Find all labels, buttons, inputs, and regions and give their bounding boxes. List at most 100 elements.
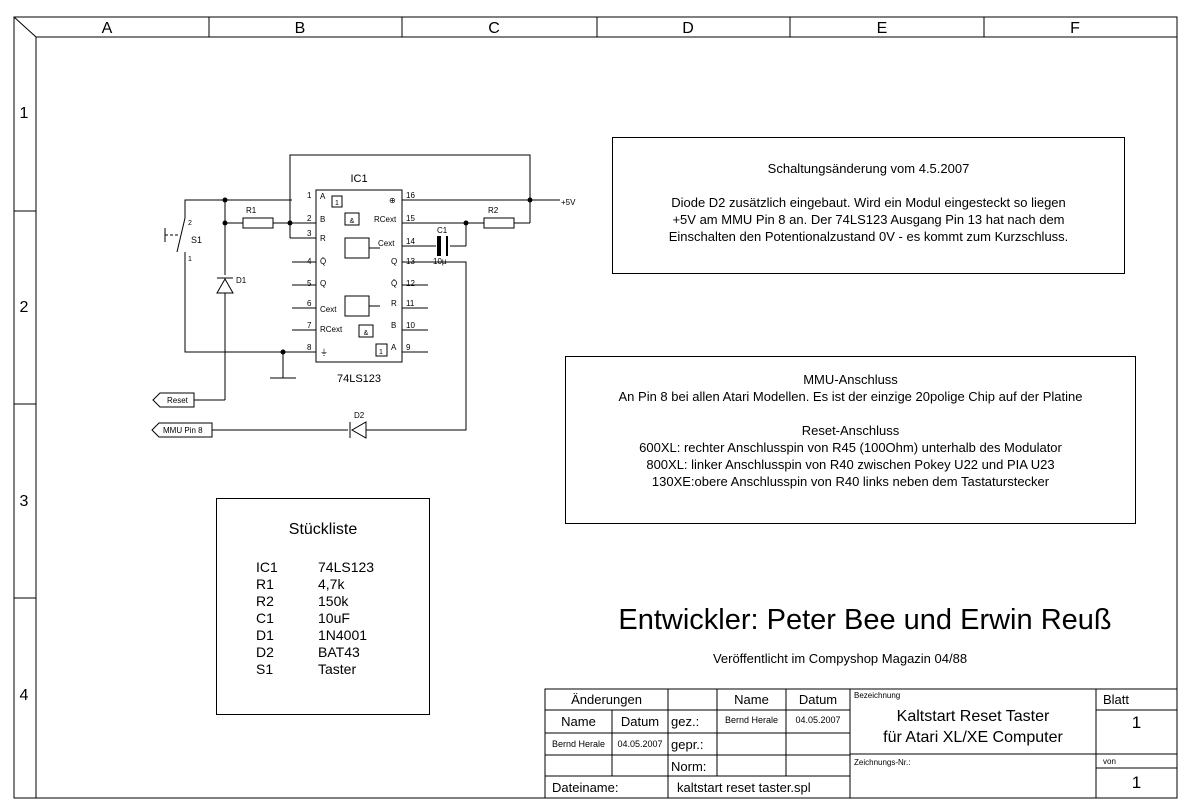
blatt-label: Blatt xyxy=(1103,692,1130,707)
aenderungen-header: Änderungen xyxy=(571,692,642,707)
parts-list-title: Stückliste xyxy=(288,521,358,538)
c1-label: C1 xyxy=(437,226,448,235)
zeichnungsnr-label: Zeichnungs-Nr.: xyxy=(854,758,911,767)
ic1-pins-right: 16 ⊕ 15 RCext 14 Cext 13 Q 12 Q̄ 11 R 10… xyxy=(374,191,415,352)
column-label: D xyxy=(682,20,694,37)
name-header: Name xyxy=(734,692,769,707)
change-note-line: +5V am MMU Pin 8 an. Der 74LS123 Ausgang… xyxy=(672,212,1065,227)
ic1-internal xyxy=(331,195,388,357)
s1-switch xyxy=(164,217,186,258)
list-item: C1 10uF xyxy=(256,610,374,627)
supply-label: +5V xyxy=(561,198,576,207)
gez-datum: 04.05.2007 xyxy=(795,715,841,725)
part-value: 74LS123 xyxy=(318,559,375,575)
published-note: Veröffentlicht im Compyshop Magazin 04/8… xyxy=(712,651,968,666)
reset-title: Reset-Anschluss xyxy=(801,423,900,438)
datum-header: Datum xyxy=(798,692,838,707)
c1-capacitor xyxy=(437,236,448,256)
ic1-label: IC1 xyxy=(350,173,367,185)
frame-corner xyxy=(13,16,37,38)
gez-name: Bernd Herale xyxy=(724,715,779,725)
change-note-box: Schaltungsänderung vom 4.5.2007 Diode D2… xyxy=(612,137,1125,274)
column-separators xyxy=(208,17,985,37)
change-note-line: Diode D2 zusätzlich eingebaut. Wird ein … xyxy=(671,195,1066,210)
name-subheader: Name xyxy=(561,714,596,729)
ic1-pins-left: 1 A 2 B 3 R 4 Q̄ 5 Q 6 Cext 7 RCext 8 ⏚ xyxy=(307,191,343,357)
part-value: 150k xyxy=(318,593,349,609)
reset-line: 600XL: rechter Anschlusspin von R45 (100… xyxy=(639,440,1062,455)
r2-label: R2 xyxy=(488,206,499,215)
pin-number: 15 xyxy=(406,214,415,223)
bezeichnung-line1: Kaltstart Reset Taster xyxy=(896,708,1050,725)
part-value: 1N4001 xyxy=(318,627,368,643)
pin-number: 13 xyxy=(406,257,415,266)
junction-dots xyxy=(222,197,533,355)
pin-name: R xyxy=(391,299,397,308)
mmu-connector-icon xyxy=(151,422,213,438)
bezeichnung-label: Bezeichnung xyxy=(854,691,901,700)
ic1-part: 74LS123 xyxy=(337,373,381,385)
column-label: E xyxy=(877,20,888,37)
gate-label: 1 xyxy=(335,200,339,207)
pin-number: 10 xyxy=(406,321,415,330)
ic1-gate-labels: 1 & & 1 xyxy=(335,200,383,356)
r1-resistor xyxy=(242,217,274,229)
reset-connector-icon xyxy=(152,392,195,408)
part-ref: D1 xyxy=(256,627,274,643)
s1-pin1: 1 xyxy=(188,256,192,263)
pin-number: 9 xyxy=(406,343,411,352)
change-note-title: Schaltungsänderung vom 4.5.2007 xyxy=(767,161,970,176)
pin-name: Cext xyxy=(320,305,337,314)
mmu-text: An Pin 8 bei allen Atari Modellen. Es is… xyxy=(618,389,1083,404)
pin-number: 1 xyxy=(307,191,312,200)
gate-label: & xyxy=(364,330,369,337)
part-value: Taster xyxy=(318,661,357,677)
part-value: 10uF xyxy=(318,610,350,626)
pin-number: 2 xyxy=(307,214,312,223)
connection-note-box: MMU-Anschluss An Pin 8 bei allen Atari M… xyxy=(565,356,1136,524)
von-value: 1 xyxy=(1131,773,1142,792)
row-label: 1 xyxy=(20,105,29,122)
row-label: 4 xyxy=(20,687,29,704)
dateiname-label: Dateiname: xyxy=(552,780,619,795)
blatt-value: 1 xyxy=(1131,713,1142,732)
part-ref: D2 xyxy=(256,644,274,660)
schematic-wires xyxy=(184,154,560,431)
gez-label: gez.: xyxy=(671,714,700,729)
developer-credit: Entwickler: Peter Bee und Erwin Reuß xyxy=(618,604,1112,636)
norm-label: Norm: xyxy=(671,759,707,774)
d1-diode xyxy=(216,277,234,294)
change-note-line: Einschalten den Potentionalzustand 0V - … xyxy=(668,229,1069,244)
pin-number: 14 xyxy=(406,237,415,246)
pin-name: A xyxy=(391,343,397,352)
column-label: F xyxy=(1070,20,1080,37)
list-item: IC1 74LS123 xyxy=(256,559,374,576)
s1-label: S1 xyxy=(191,235,202,245)
reset-line: 130XE:obere Anschlusspin von R40 links n… xyxy=(651,474,1050,489)
bezeichnung-line2: für Atari XL/XE Computer xyxy=(883,729,1063,746)
column-label: B xyxy=(295,20,306,37)
column-labels: A B C D E F xyxy=(102,20,1080,37)
title-block-grid xyxy=(544,688,1178,799)
pin-name: R xyxy=(320,234,326,243)
part-value: 4,7k xyxy=(318,576,345,592)
pin-name: ⏚ xyxy=(320,348,328,357)
d1-label: D1 xyxy=(236,276,247,285)
column-label: A xyxy=(102,20,113,37)
part-ref: IC1 xyxy=(256,559,278,575)
pin-name: Q̄ xyxy=(320,257,326,266)
part-ref: C1 xyxy=(256,610,274,626)
row-label: 2 xyxy=(20,299,29,316)
list-item: D1 1N4001 xyxy=(256,627,374,644)
pin-name: Cext xyxy=(378,239,395,248)
row-label: 3 xyxy=(20,493,29,510)
pin-number: 12 xyxy=(406,279,415,288)
row-separators xyxy=(14,210,36,599)
pin-name: Q xyxy=(391,257,397,266)
von-label: von xyxy=(1103,757,1116,766)
pin-number: 5 xyxy=(307,279,312,288)
